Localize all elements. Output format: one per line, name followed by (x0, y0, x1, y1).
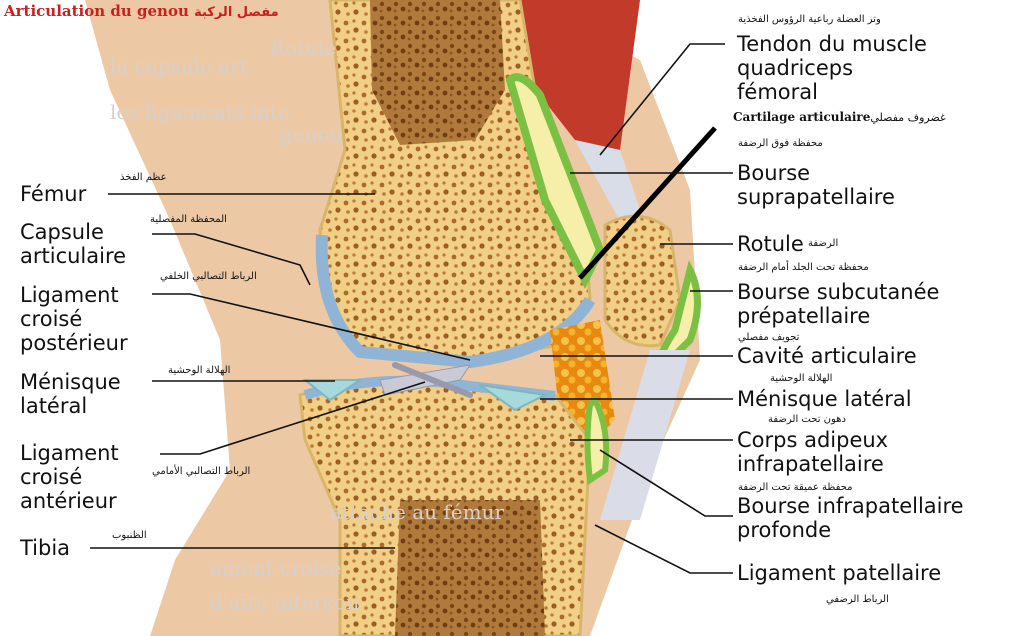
label-subcutanee: Bourse subcutanée prépatellaire (737, 280, 939, 328)
bg-text-3: les ligaments inte (110, 100, 290, 124)
cartilage-ar: غضروف مفصلي (870, 111, 945, 124)
label-lca: Ligament croisé antérieur (20, 441, 119, 513)
cartilage-label: Cartilage articulaireغضروف مفصلي (733, 110, 946, 124)
title-fr: Articulation du genou (4, 2, 189, 20)
label-menisque-right-ar: الهلالة الوحشية (770, 373, 832, 385)
label-rotule: Rotule (737, 232, 804, 256)
label-femur: Fémur (20, 182, 86, 206)
label-infrapatellaire: Bourse infrapatellaire profonde (737, 494, 964, 542)
label-menisque-right: Ménisque latéral (737, 387, 912, 411)
label-ligament-patellaire-ar: الرباط الرضفي (826, 594, 889, 606)
bg-text-1: Rotule (270, 36, 336, 60)
label-tibia-ar: الظنبوب (112, 530, 147, 542)
label-rotule-ar: الرضفة (808, 238, 838, 250)
label-cavite: Cavité articulaire (737, 344, 917, 368)
label-suprapatellaire-ar: محفظة فوق الرضفة (738, 138, 823, 150)
label-subcutanee-ar: محفظة تحت الجلد أمام الرضفة (738, 262, 869, 274)
label-tibia: Tibia (20, 536, 70, 560)
label-tendon-ar: وتر العضلة رباعية الرؤوس الفخذية (738, 14, 881, 26)
label-capsule: Capsule articulaire (20, 220, 126, 268)
label-menisque-left-ar: الهلالة الوحشية (168, 365, 230, 377)
label-tendon: Tendon du muscle quadriceps fémoral (737, 32, 927, 104)
title-ar: مفصل الركبة (194, 5, 279, 20)
label-ligament-patellaire: Ligament patellaire (737, 561, 941, 585)
label-lcp-ar: الرباط التصالبي الخلفي (160, 271, 257, 283)
page-title: Articulation du genou مفصل الركبة (4, 2, 279, 20)
label-menisque-left: Ménisque latéral (20, 370, 121, 418)
cartilage-fr: Cartilage articulaire (733, 110, 870, 124)
bg-text-6: ament croisé (210, 556, 341, 580)
bg-text-5: attache au fémur (330, 500, 504, 524)
label-corps-adipeux-ar: دهون تحت الرضفة (768, 414, 846, 426)
bg-text-7: d'aire intercon (210, 590, 359, 614)
label-cavite-ar: تجويف مفصلي (738, 332, 799, 344)
label-capsule-ar: المحفظة المفصلية (150, 214, 227, 226)
label-lca-ar: الرباط التصالبي الأمامي (152, 466, 250, 478)
femur-marrow (370, 0, 505, 145)
label-femur-ar: عظم الفخذ (120, 172, 167, 184)
label-suprapatellaire: Bourse suprapatellaire (737, 161, 895, 209)
label-lcp: Ligament croisé postérieur (20, 283, 128, 355)
label-corps-adipeux: Corps adipeux infrapatellaire (737, 428, 888, 476)
bg-text-4: genou (280, 122, 342, 146)
label-infrapatellaire-ar: محفظة عميقة تحت الرضفة (738, 482, 852, 494)
bg-text-2: la capsule art (110, 54, 248, 78)
